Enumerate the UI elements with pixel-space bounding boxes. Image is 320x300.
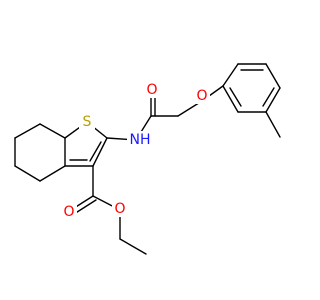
ether-oxygen-atom: O [194,88,210,104]
svg-text:O: O [146,82,157,98]
svg-text:O: O [63,204,74,220]
ethyl-ester-group [70,165,147,255]
chemical-structure: S NH O O O O [14,63,281,255]
svg-text:O: O [196,88,207,104]
svg-text:O: O [114,201,125,217]
ester-alkoxy-oxygen-atom: O [112,201,128,217]
amide-oxygen-atom: O [144,82,160,98]
svg-text:NH: NH [130,132,151,148]
ester-carbonyl-oxygen-atom: O [61,204,77,220]
m-tolyl-ring [201,63,281,138]
cyclohexane-ring [14,123,66,182]
svg-text:S: S [83,114,92,130]
sulfur-atom: S [79,114,95,130]
nitrogen-atom: NH [127,131,153,149]
